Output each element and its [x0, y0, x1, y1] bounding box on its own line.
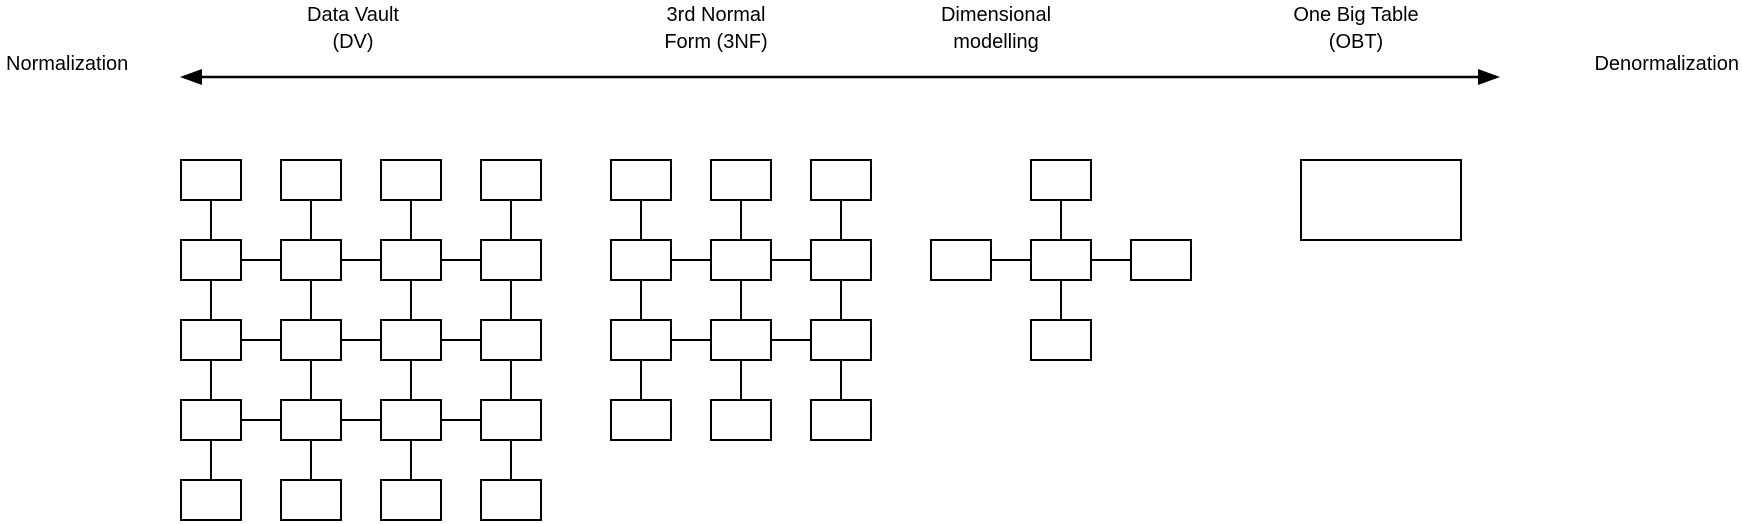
table-box: [1030, 159, 1092, 201]
arrowhead-icon: [1478, 69, 1500, 85]
table-box: [610, 319, 672, 361]
normalization-label: Normalization: [6, 53, 129, 75]
table-box: [280, 399, 342, 441]
table-box: [610, 239, 672, 281]
denormalization-label: Denormalization: [1594, 53, 1739, 75]
table-box: [480, 399, 542, 441]
table-box: [480, 159, 542, 201]
table-box: [710, 239, 772, 281]
approach-label-line: (DV): [332, 31, 374, 53]
approach-label-line: modelling: [953, 31, 1039, 53]
approach-label-third-normal-form: 3rd Normal Form (3NF): [664, 2, 767, 56]
approach-label-data-vault: Data Vault (DV): [307, 2, 399, 56]
table-box: [180, 239, 242, 281]
table-box: [610, 159, 672, 201]
one-big-table-cluster: [1300, 159, 1462, 241]
approach-label-one-big-table: One Big Table (OBT): [1293, 2, 1418, 56]
table-box: [710, 399, 772, 441]
table-box: [480, 319, 542, 361]
table-box: [1030, 319, 1092, 361]
table-box: [710, 319, 772, 361]
table-box: [380, 399, 442, 441]
approach-label-line: Form (3NF): [664, 31, 768, 53]
arrowhead-icon: [180, 69, 202, 85]
table-box: [1130, 239, 1192, 281]
approach-label-line: Dimensional: [940, 4, 1052, 26]
third-normal-form-cluster: [610, 159, 872, 441]
approach-label-line: (OBT): [1328, 31, 1384, 53]
table-box: [380, 159, 442, 201]
table-box: [710, 159, 772, 201]
dimensional-modelling-cluster: [930, 159, 1192, 361]
spectrum-arrow: [180, 69, 1500, 85]
table-box: [380, 239, 442, 281]
data-vault-cluster: [180, 159, 542, 521]
approach-label-line: 3rd Normal: [666, 4, 766, 26]
table-box: [280, 159, 342, 201]
table-box: [280, 319, 342, 361]
approach-label-dimensional-modelling: Dimensional modelling: [941, 2, 1051, 56]
table-box: [380, 319, 442, 361]
approach-label-line: One Big Table: [1293, 4, 1419, 26]
table-box: [1300, 159, 1462, 241]
table-box: [810, 319, 872, 361]
table-box: [610, 399, 672, 441]
table-box: [380, 479, 442, 521]
table-box: [810, 159, 872, 201]
table-box: [480, 479, 542, 521]
table-box: [180, 479, 242, 521]
table-box: [280, 239, 342, 281]
table-box: [810, 399, 872, 441]
table-box: [810, 239, 872, 281]
table-box: [480, 239, 542, 281]
approach-label-line: Data Vault: [307, 4, 399, 26]
table-box: [930, 239, 992, 281]
table-box: [180, 159, 242, 201]
table-box: [1030, 239, 1092, 281]
table-box: [180, 399, 242, 441]
table-box: [180, 319, 242, 361]
table-box: [280, 479, 342, 521]
